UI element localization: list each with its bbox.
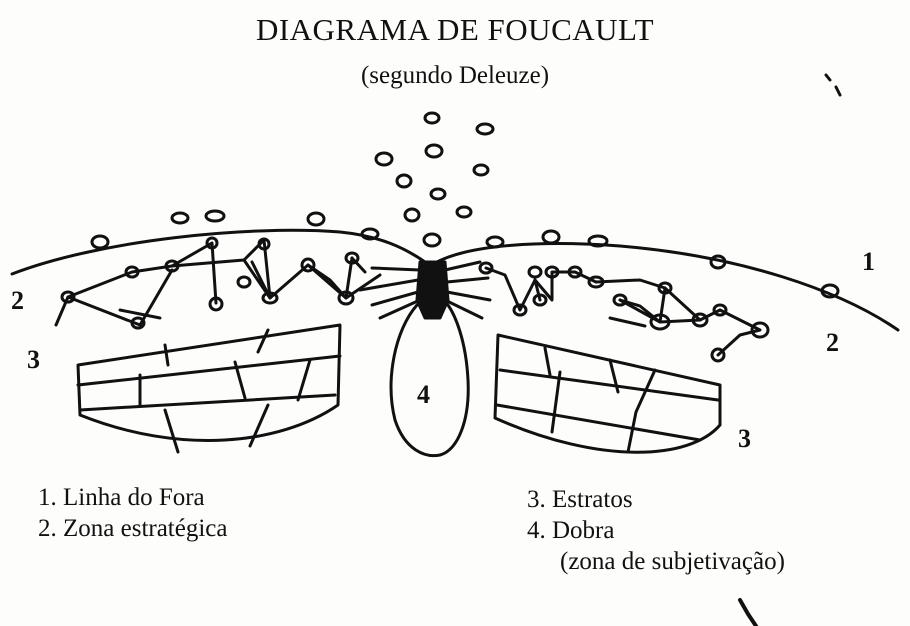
label-4-fold: 4 (417, 380, 430, 409)
legend-left: 1. Linha do Fora 2. Zona estratégica (38, 482, 228, 544)
strategic-zone-left (54, 236, 382, 330)
label-1-outside-line: 1 (862, 247, 875, 276)
fold-shape (358, 260, 492, 458)
label-2-right: 2 (826, 328, 839, 357)
outside-particles (90, 111, 840, 299)
outside-line-right (435, 242, 900, 332)
strategic-zone-right (478, 261, 770, 363)
legend-item: (zona de subjetivação) (560, 548, 785, 575)
diagram-subtitle: (segundo Deleuze) (360, 62, 550, 89)
label-3-right: 3 (738, 424, 751, 453)
label-2-left: 2 (11, 286, 24, 315)
legend-item: 1. Linha do Fora (38, 484, 205, 511)
label-3-left: 3 (27, 345, 40, 374)
legend-item: 4. Dobra (527, 517, 615, 544)
legend-item: 3. Estratos (527, 486, 633, 513)
diagram-title: DIAGRAMA DE FOUCAULT (255, 12, 655, 47)
legend-right: 3. Estratos 4. Dobra (zona de subjetivaç… (527, 484, 785, 577)
outside-line-left (10, 228, 427, 276)
strata-left (76, 323, 342, 454)
legend-item: 2. Zona estratégica (38, 515, 228, 542)
strata-right (493, 333, 722, 454)
